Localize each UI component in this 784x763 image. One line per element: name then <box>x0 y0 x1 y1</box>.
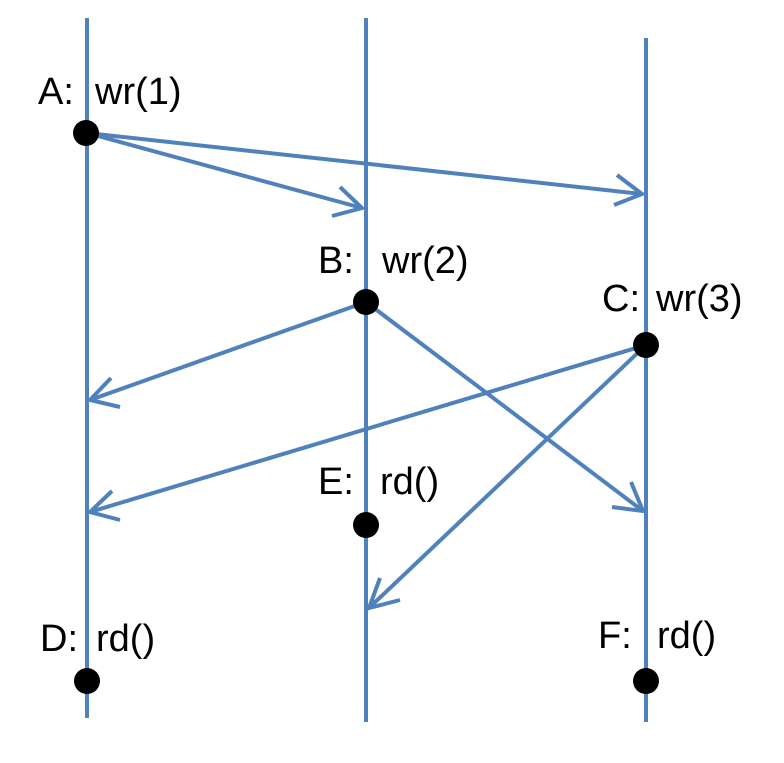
event-d-op: rd() <box>96 618 155 660</box>
event-b-op: wr(2) <box>381 240 469 282</box>
message-c-to-process-1 <box>86 343 647 522</box>
message-a-to-process-2 <box>86 131 366 218</box>
event-b-prefix: B: <box>318 240 354 282</box>
event-a-prefix: A: <box>38 71 74 113</box>
message-b-to-process-1 <box>86 300 367 409</box>
event-f-op: rd() <box>657 615 716 657</box>
event-e-dot <box>353 512 379 538</box>
message-c-to-process-2 <box>365 343 648 611</box>
event-b-dot <box>353 289 379 315</box>
event-c-prefix: C: <box>602 278 640 320</box>
event-d-prefix: D: <box>40 618 78 660</box>
message-b-to-process-3 <box>364 300 647 514</box>
event-e-op: rd() <box>380 461 439 503</box>
event-f-dot <box>633 668 659 694</box>
event-e-prefix: E: <box>318 461 354 503</box>
event-a-op: wr(1) <box>94 71 182 113</box>
message-a-to-process-3 <box>86 131 647 207</box>
event-d-dot <box>74 668 100 694</box>
event-c-dot <box>633 332 659 358</box>
event-f-prefix: F: <box>598 615 632 657</box>
event-a-dot <box>73 120 99 146</box>
event-c-op: wr(3) <box>655 278 743 320</box>
